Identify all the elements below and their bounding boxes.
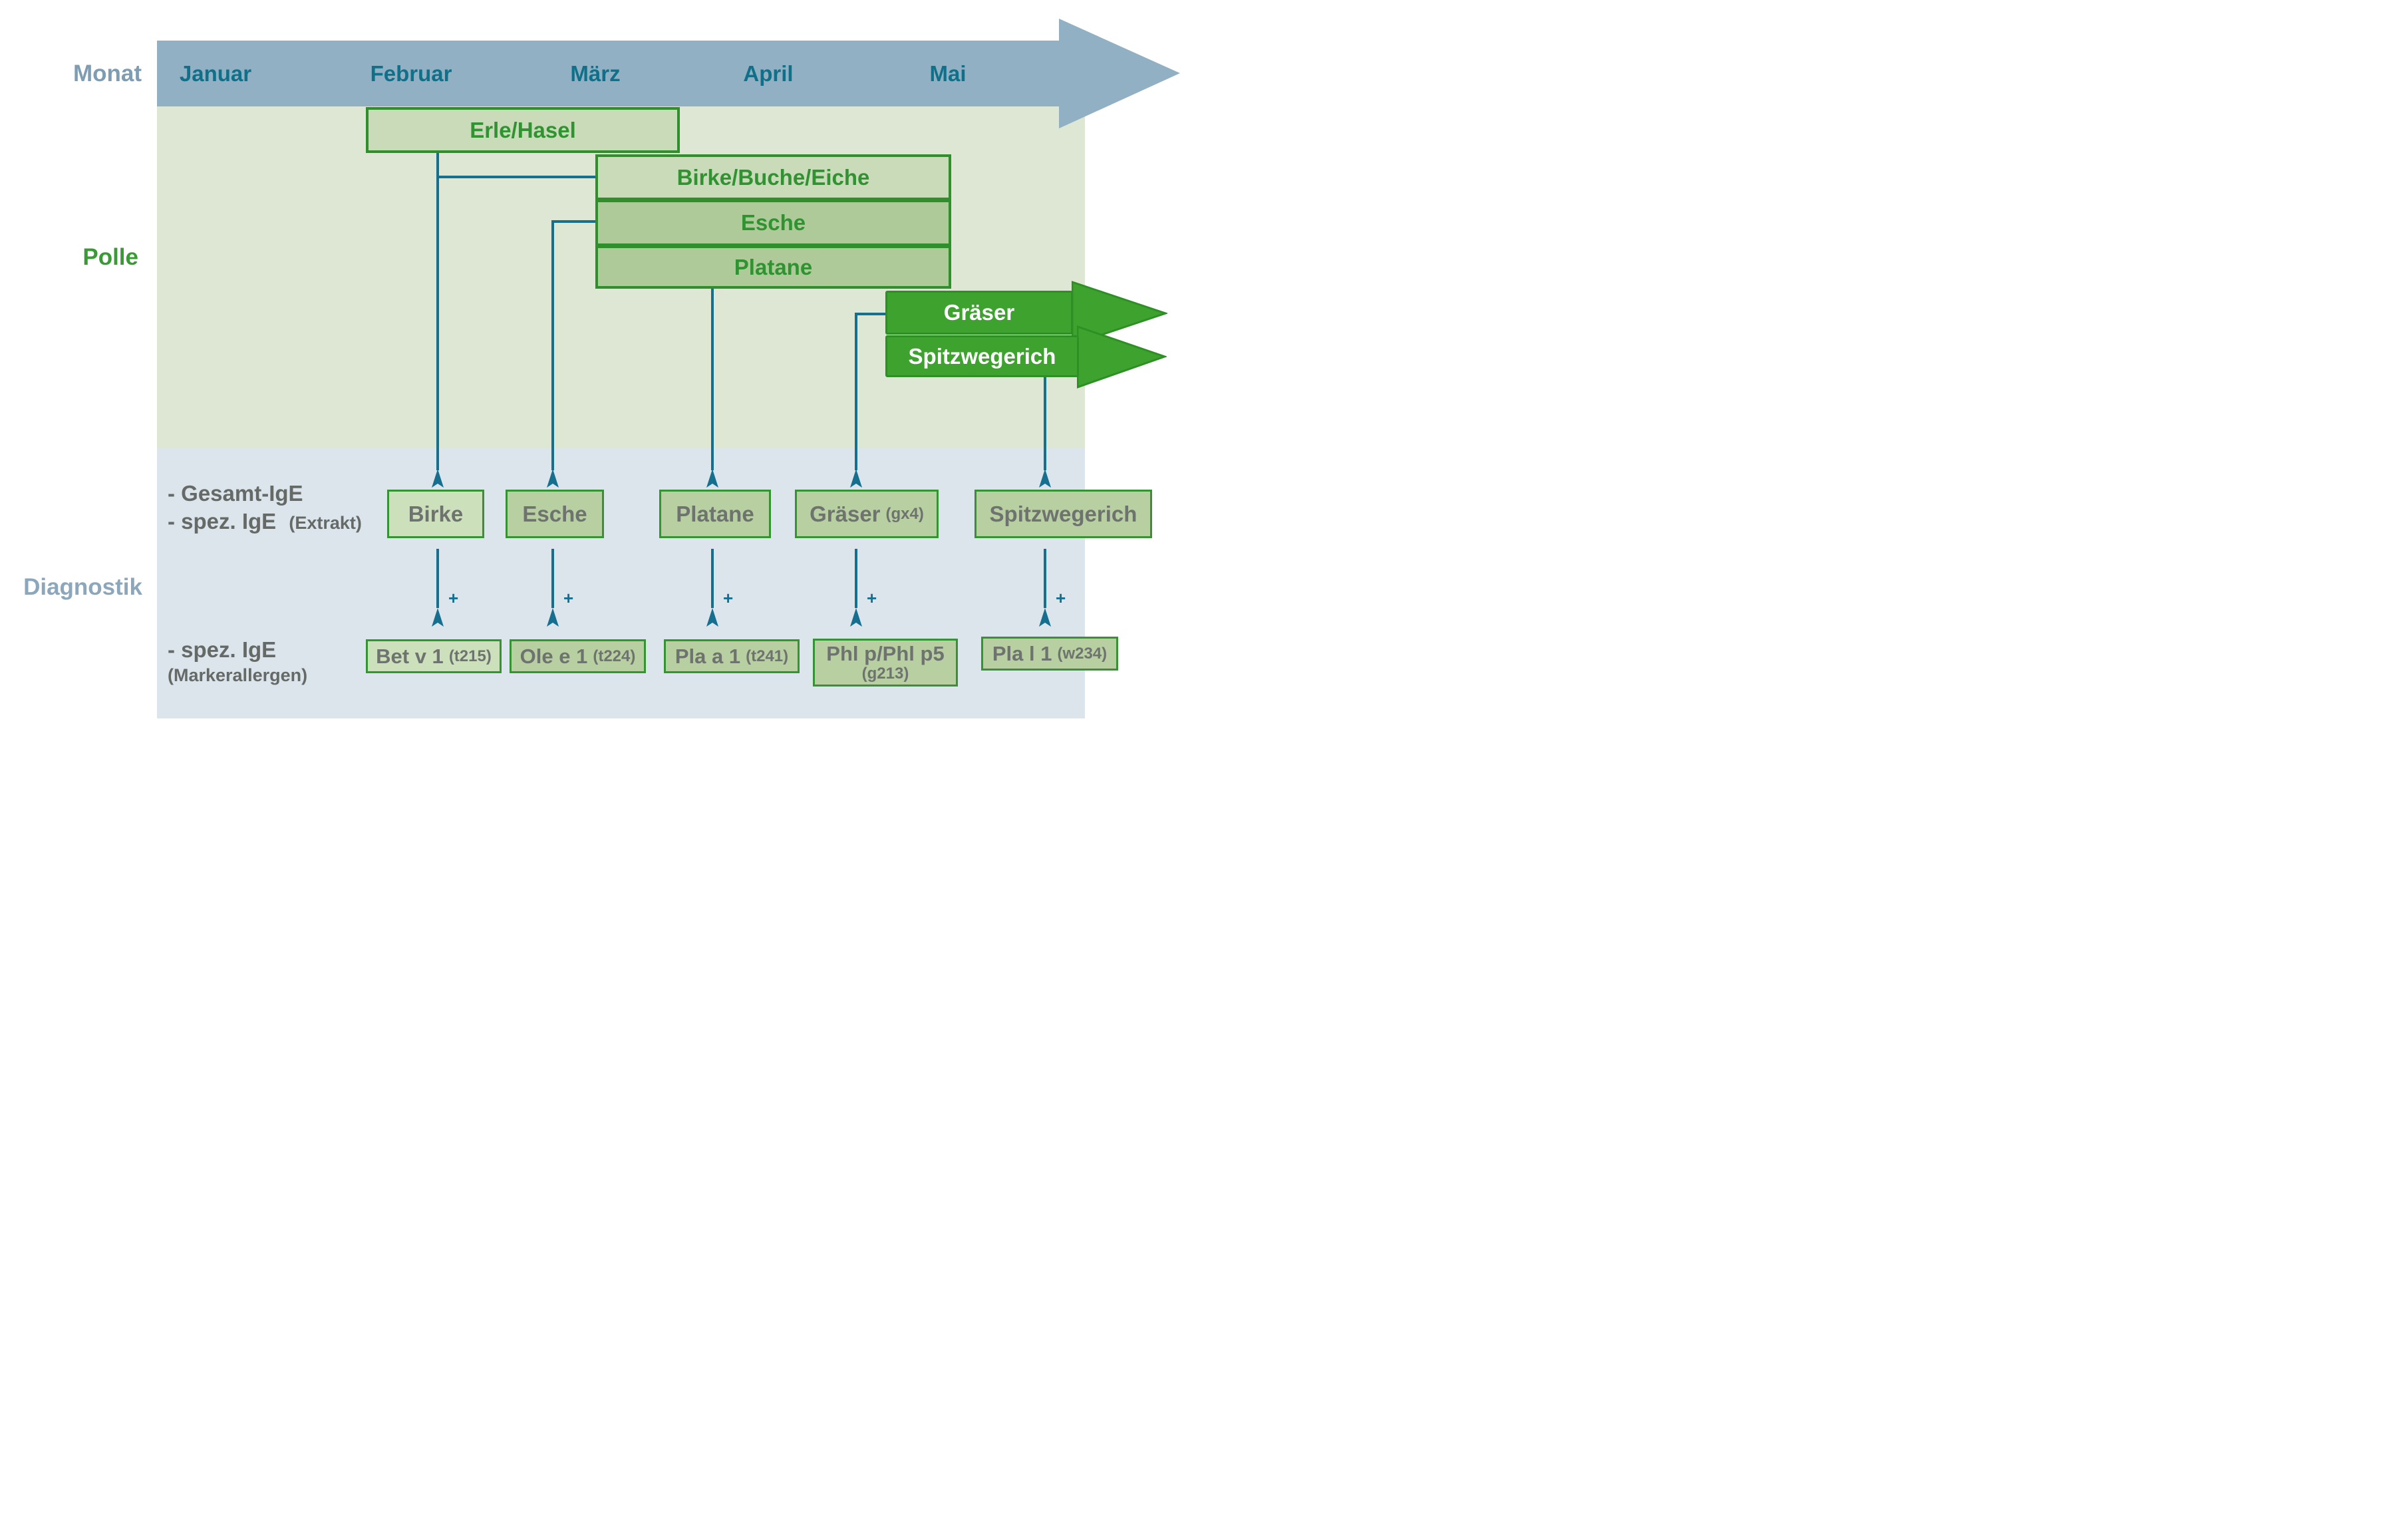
arrow-down-icon <box>547 608 559 627</box>
box-label: Spitzwegerich <box>989 501 1137 526</box>
extract-box-spitzwegerich: Spitzwegerich <box>974 490 1152 538</box>
timeline-arrowhead-icon <box>1059 19 1180 128</box>
pollen-bar-birke-buche-eiche: Birke/Buche/Eiche <box>595 154 951 200</box>
arrow-down-icon <box>706 608 718 627</box>
plus-sign: + <box>867 588 877 608</box>
arrow-down-icon <box>1039 469 1051 488</box>
box-label: Platane <box>676 501 754 526</box>
arrow-down-icon <box>850 469 862 488</box>
marker-box-pla-a-1: Pla a 1 (t241) <box>664 639 800 673</box>
arrow-down-icon <box>706 469 718 488</box>
marker-box-phl-p: Phl p/Phl p5 (g213) <box>813 639 958 687</box>
pollen-bar-erle-hasel: Erle/Hasel <box>366 107 680 153</box>
box-label: Bet v 1 <box>376 644 444 668</box>
box-label: Birke <box>408 501 464 526</box>
connector-platane-vertical <box>711 289 714 470</box>
label-spez-ige-marker: - spez. IgE <box>168 637 277 662</box>
plus-sign: + <box>448 588 459 608</box>
box-label: Gräser <box>810 501 881 526</box>
season-arrow-label: Spitzwegerich <box>908 343 1056 369</box>
arrow-line <box>711 549 714 608</box>
arrow-line <box>436 549 439 608</box>
box-code: (w234) <box>1057 644 1108 663</box>
box-label: Pla l 1 <box>992 641 1052 665</box>
bar-label: Platane <box>734 254 813 279</box>
connector-spitzwegerich-vertical <box>1044 377 1046 470</box>
label-markerallergen-note: (Markerallergen) <box>168 665 308 685</box>
month-maerz: März <box>570 61 621 86</box>
box-code: (gx4) <box>885 504 924 523</box>
bar-label: Erle/Hasel <box>470 117 576 142</box>
arrow-down-icon <box>547 469 559 488</box>
season-arrow-graeser: Gräser <box>885 291 1073 335</box>
plus-sign: + <box>563 588 574 608</box>
month-februar: Februar <box>370 61 452 86</box>
arrow-down-icon <box>432 469 444 488</box>
diagnostik-row-label: Diagnostik <box>23 574 142 600</box>
pollen-bar-platane: Platane <box>595 245 951 289</box>
marker-box-ole-e-1: Ole e 1 (t224) <box>510 639 646 673</box>
marker-box-bet-v-1: Bet v 1 (t215) <box>366 639 502 673</box>
box-label: Phl p/Phl p5 <box>826 642 945 665</box>
label-extrakt-note: (Extrakt) <box>289 513 362 533</box>
box-code: (t241) <box>746 647 789 665</box>
arrow-down-icon <box>850 608 862 627</box>
arrow-line <box>551 549 554 608</box>
connector-graeser-vertical <box>855 313 857 470</box>
box-code: (t215) <box>448 647 492 665</box>
connector-erle-horizontal <box>436 176 597 178</box>
arrow-down-icon <box>1039 608 1051 627</box>
monat-row-label: Monat <box>73 60 142 86</box>
bar-label: Esche <box>740 210 806 235</box>
month-april: April <box>743 61 794 86</box>
plus-sign: + <box>1056 588 1066 608</box>
connector-esche-vertical <box>551 220 554 470</box>
arrow-line <box>855 549 857 608</box>
box-code: (g213) <box>861 665 909 683</box>
arrow-down-icon <box>432 608 444 627</box>
season-arrow-label: Gräser <box>943 300 1015 325</box>
bar-label: Birke/Buche/Eiche <box>676 164 870 190</box>
box-label: Ole e 1 <box>520 644 588 668</box>
plus-sign: + <box>723 588 734 608</box>
month-januar: Januar <box>179 61 252 86</box>
month-timeline-band: Januar Februar März April Mai <box>157 41 1059 106</box>
connector-graeser-horizontal <box>855 313 887 315</box>
extract-box-graeser: Gräser (gx4) <box>795 490 939 538</box>
connector-erle-vertical <box>436 152 439 470</box>
connector-esche-horizontal <box>551 220 597 223</box>
extract-box-birke: Birke <box>387 490 484 538</box>
month-mai: Mai <box>929 61 967 86</box>
box-label: Esche <box>522 501 587 526</box>
pollen-diagnostics-diagram: Januar Februar März April Mai Monat Poll… <box>0 0 1198 770</box>
label-spez-ige: - spez. IgE <box>168 509 277 534</box>
box-label: Pla a 1 <box>674 644 741 668</box>
box-code: (t224) <box>593 647 636 665</box>
spitzwegerich-arrowhead-icon <box>1077 325 1167 388</box>
polle-row-label: Polle <box>82 244 138 270</box>
arrow-line <box>1044 549 1046 608</box>
label-spez-ige-extrakt: - spez. IgE (Extrakt) <box>168 509 362 534</box>
marker-box-pla-l-1: Pla l 1 (w234) <box>981 637 1118 671</box>
extract-box-platane: Platane <box>659 490 771 538</box>
season-arrow-spitzwegerich: Spitzwegerich <box>885 335 1079 377</box>
extract-box-esche: Esche <box>506 490 604 538</box>
pollen-bar-esche: Esche <box>595 200 951 246</box>
label-gesamt-ige: - Gesamt-IgE <box>168 481 303 506</box>
